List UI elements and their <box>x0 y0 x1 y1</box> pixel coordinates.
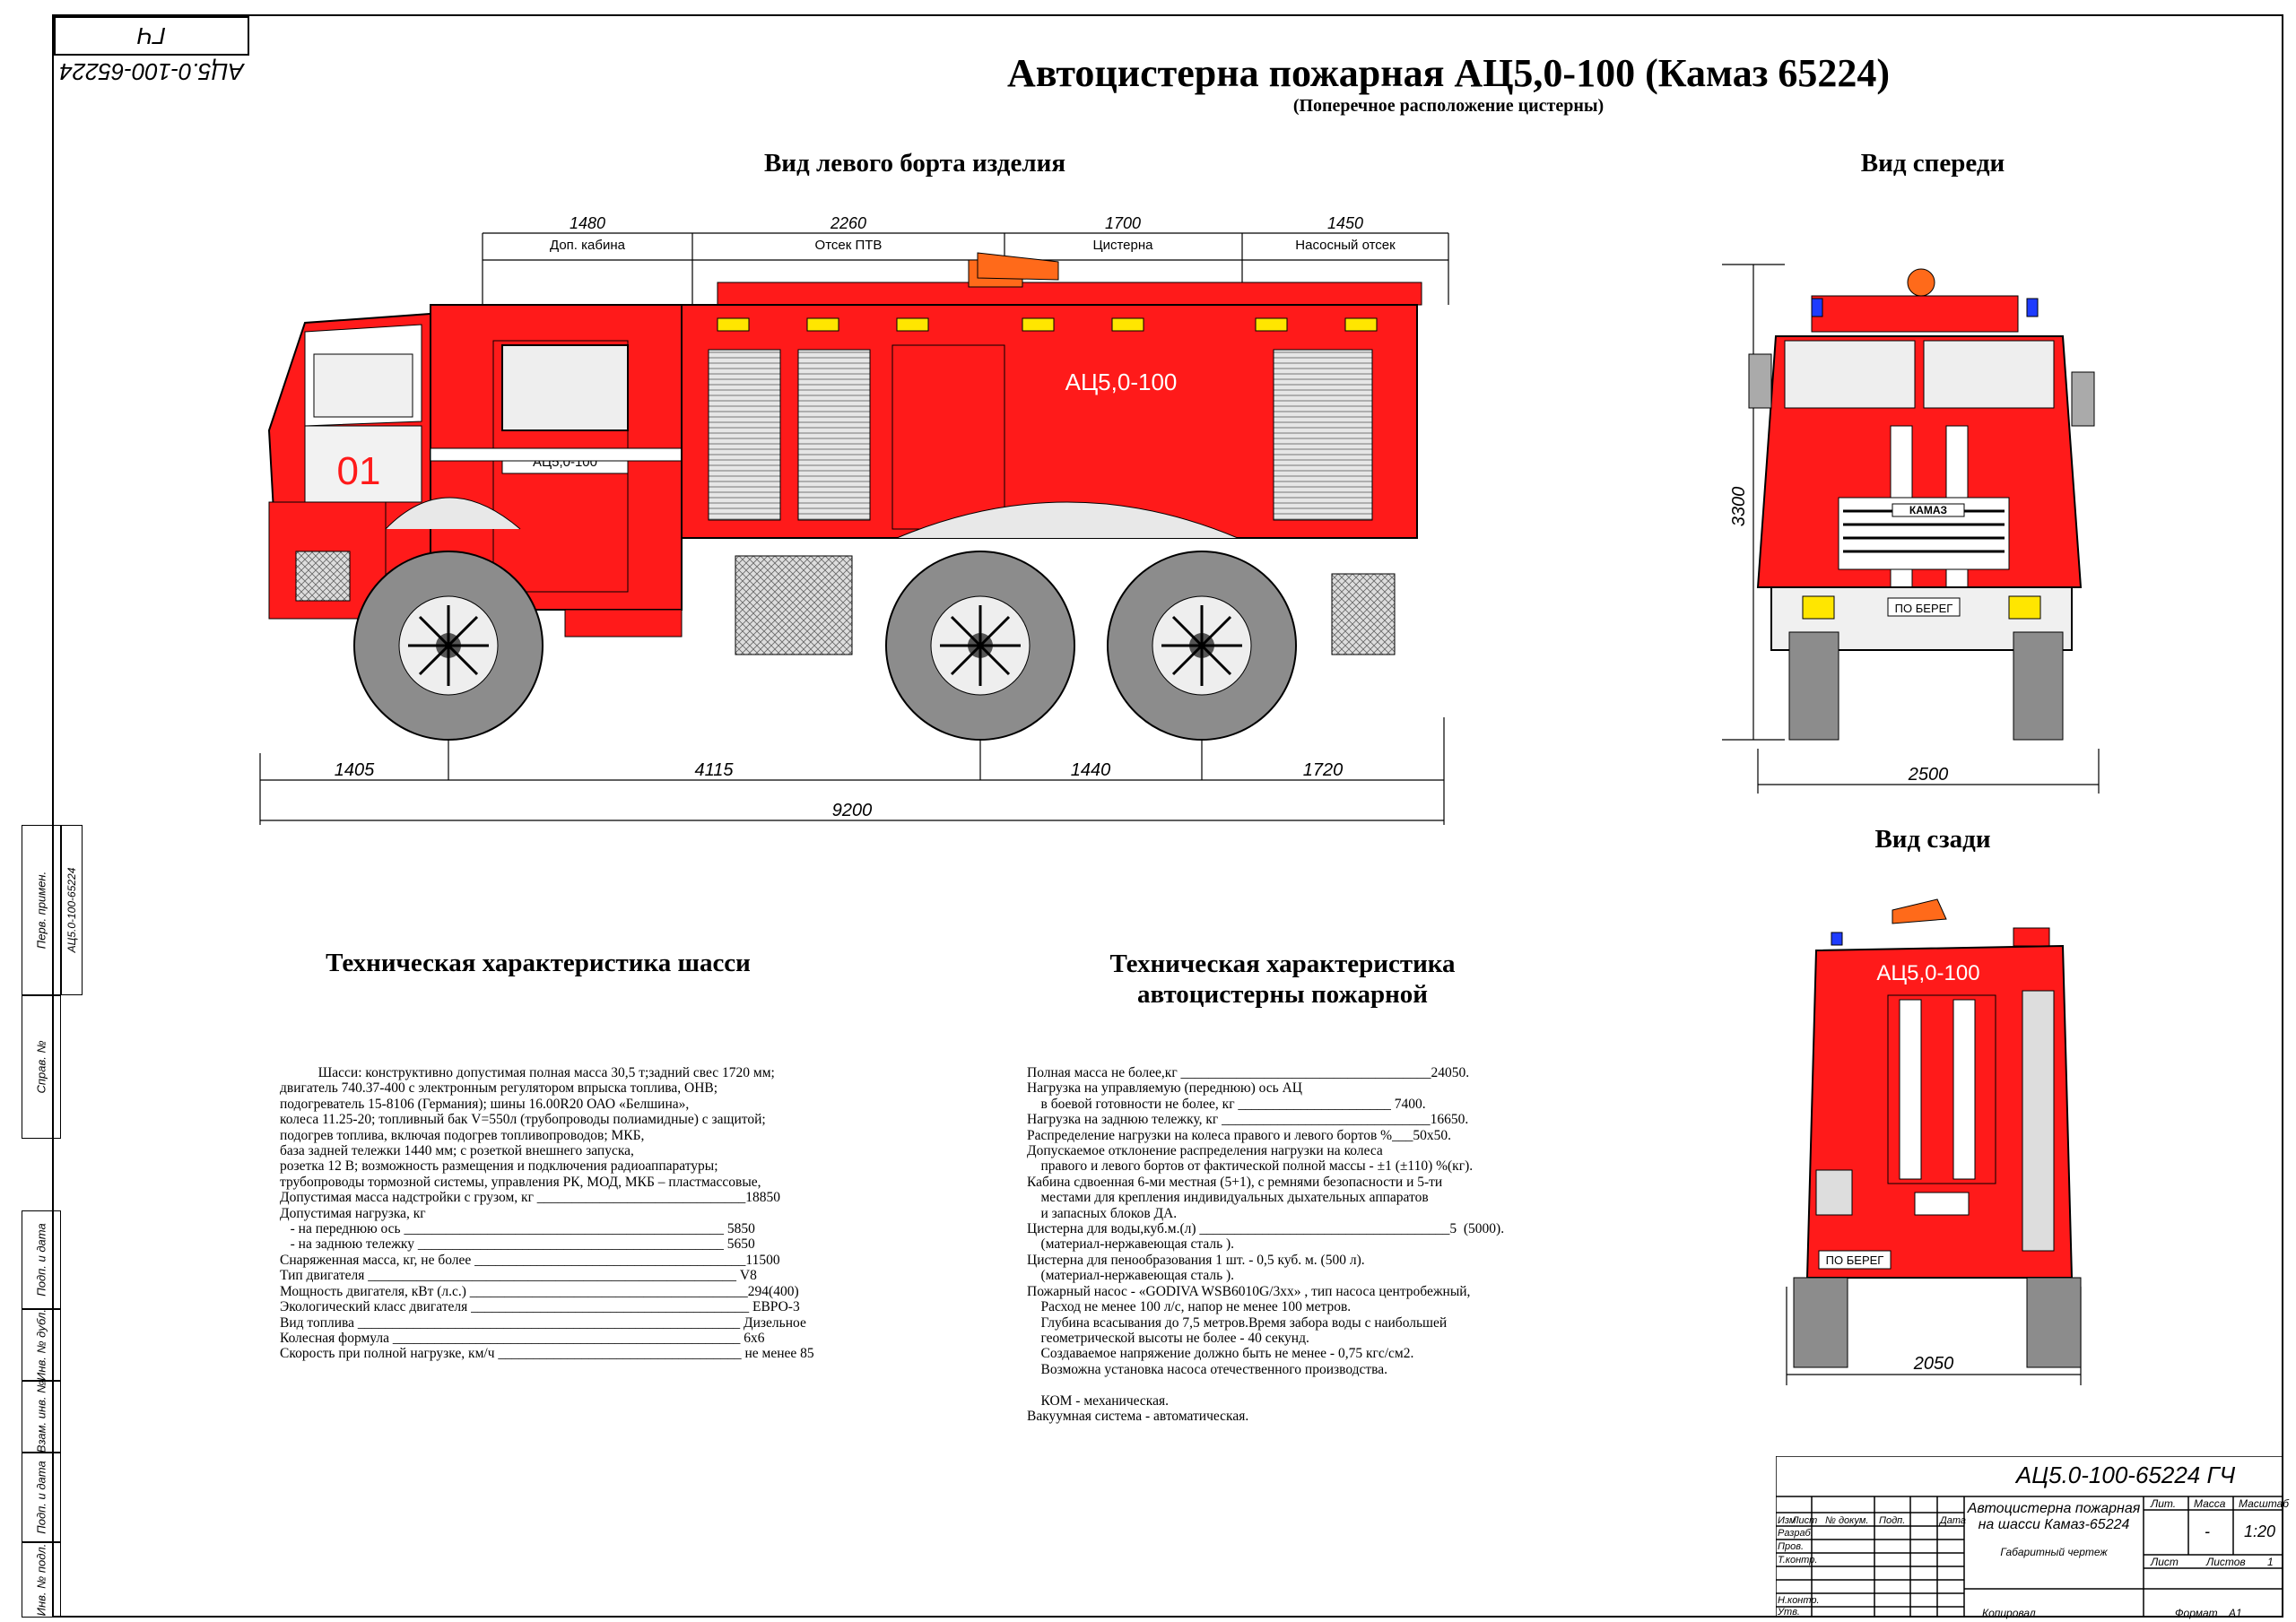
listov-value: 1 <box>2267 1556 2274 1568</box>
front-view-drawing: 3300 2500 КАМАЗ ПО БЕРЕГ <box>1722 264 2100 794</box>
drawing-frame <box>52 14 2283 1618</box>
col-list-sheet: Лист <box>2151 1556 2179 1568</box>
podp-data-2: Подп. и дата <box>34 1461 48 1534</box>
truck-front: КАМАЗ ПО БЕРЕГ <box>1748 268 2095 741</box>
sprav-no: Справ. № <box>34 1040 48 1094</box>
side-wheels <box>353 551 1297 741</box>
doc-type: Габаритный чертеж <box>2000 1546 2108 1558</box>
side-view-heading: Вид левого борта изделия <box>763 149 1066 178</box>
perv-primen-value: АЦ5.0-100-65224 <box>65 867 78 953</box>
inv-dubl: Инв. № дубл. <box>34 1309 48 1381</box>
label-dop-kabina: Доп. кабина <box>550 238 626 253</box>
inv-podl: Инв. № подл. <box>34 1543 48 1617</box>
dim-2050: 2050 <box>1913 1354 1954 1374</box>
chassis-spec-text: Шасси: конструктивно допустимая полная м… <box>280 1065 814 1362</box>
left-stamp-strip: Перв. примен. Справ. № Подп. и дата Инв.… <box>22 825 61 1618</box>
grille-logo: КАМАЗ <box>1909 504 1947 516</box>
row-utv: Утв. <box>1778 1607 1800 1618</box>
row-razrab: Разраб. <box>1778 1528 1813 1539</box>
dim-4115: 4115 <box>694 760 734 780</box>
vzam-inv: Взам. инв. № <box>34 1380 48 1453</box>
doc-name: Автоцистерна пожарная на шасси Камаз-652… <box>1967 1501 2141 1532</box>
label-nasosny-otsek: Насосный отсек <box>1295 238 1396 253</box>
scale-value: 1:20 <box>2244 1522 2276 1540</box>
dim-1450: 1450 <box>1327 214 1363 232</box>
side-view-drawing: 1480 Доп. кабина 2260 Отсек ПТВ 1700 Цис… <box>259 214 1449 825</box>
rear-plate: ПО БЕРЕГ <box>1826 1253 1884 1267</box>
dim-1440: 1440 <box>1071 760 1111 780</box>
col-list: Лист <box>1792 1515 1818 1526</box>
dim-2500: 2500 <box>1908 765 1949 785</box>
label-tsisterna: Цистерна <box>1093 238 1154 253</box>
massa-value: - <box>2205 1522 2210 1540</box>
chassis-spec-heading: Техническая характеристика шасси <box>326 949 751 977</box>
perv-primen: Перв. примен. <box>34 871 48 950</box>
dim-1405: 1405 <box>335 760 375 780</box>
col-doc: № докум. <box>1825 1515 1869 1526</box>
doc-code: АЦ5.0-100-65224 ГЧ <box>2015 1462 2236 1488</box>
row-prov: Пров. <box>1778 1541 1805 1552</box>
truck-side: 01 АЦ5,0-100 АЦ5,0-100 <box>267 252 1422 655</box>
row-tkontr: Т.контр. <box>1778 1555 1818 1566</box>
rear-view-heading: Вид сзади <box>1874 825 1991 854</box>
kopiroval: Копировал <box>1982 1607 2036 1619</box>
body-label: АЦ5,0-100 <box>1065 369 1178 395</box>
front-view-heading: Вид спереди <box>1860 149 2005 178</box>
dim-1720: 1720 <box>1303 760 1344 780</box>
col-podp: Подп. <box>1879 1515 1906 1526</box>
dim-1700: 1700 <box>1105 214 1141 232</box>
truck-rear: АЦ5,0-100 ПО БЕРЕГ <box>1793 898 2082 1368</box>
drawing-title: Автоцистерна пожарная АЦ5,0-100 (Камаз 6… <box>1006 51 1891 95</box>
tank-spec-text: Полная масса не более,кг _______________… <box>1027 1065 1505 1424</box>
col-data: Дата <box>1940 1515 1967 1526</box>
col-listov: Листов <box>2206 1556 2246 1568</box>
front-plate: ПО БЕРЕГ <box>1895 602 1953 615</box>
dim-1480: 1480 <box>570 214 605 232</box>
tank-spec-heading: Техническая характеристика автоцистерны … <box>1109 950 1456 1009</box>
stamp-top-left: АЦ5.0-100-65224 ГЧ <box>54 16 249 85</box>
col-lit: Лит. <box>2151 1497 2177 1510</box>
col-masshtab: Масштаб <box>2239 1497 2290 1510</box>
row-nkontr: Н.контр. <box>1778 1595 1820 1606</box>
col-izm: Изм <box>1778 1515 1796 1526</box>
cab-number: 01 <box>337 449 381 493</box>
rear-view-drawing: 2050 АЦ5,0-100 ПО БЕРЕГ <box>1786 898 2082 1385</box>
dim-9200: 9200 <box>832 801 873 820</box>
rear-body-label: АЦ5,0-100 <box>1876 961 1979 985</box>
dim-2260: 2260 <box>830 214 866 232</box>
podp-data-1: Подп. и дата <box>34 1223 48 1297</box>
format-label: Формат <box>2175 1607 2218 1619</box>
col-massa: Масса <box>2194 1497 2226 1510</box>
label-otsek-ptv: Отсек ПТВ <box>815 238 883 253</box>
drawing-subtitle: (Поперечное расположение цистерны) <box>1292 96 1605 116</box>
dim-3300: 3300 <box>1729 487 1749 527</box>
format-value: А1 <box>2229 1607 2242 1619</box>
title-block: АЦ5.0-100-65224 ГЧ Автоцистерна пожарная… <box>1776 1456 2289 1618</box>
